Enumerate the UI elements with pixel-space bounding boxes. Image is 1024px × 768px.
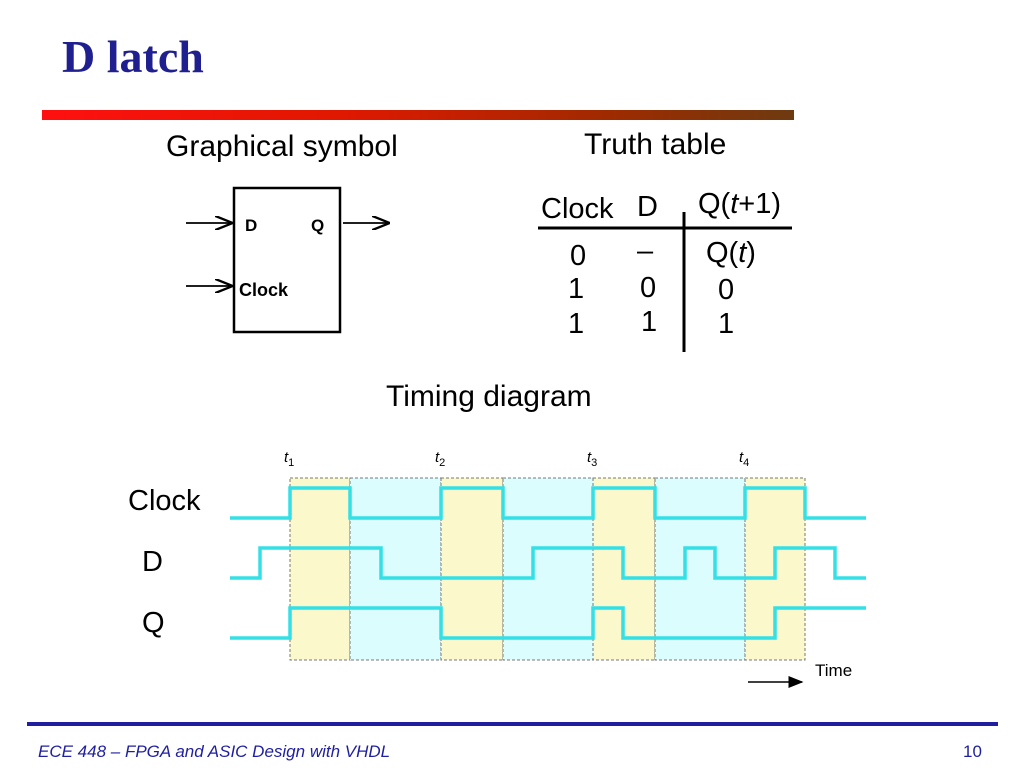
time-marker-t4: t4 [739, 449, 749, 469]
signal-label-q: Q [142, 607, 165, 639]
truth-table-heading: Truth table [584, 128, 727, 161]
clock-high-band-1 [289, 477, 351, 661]
clock-low-band-1 [349, 477, 442, 661]
footer-divider [27, 722, 998, 726]
clock-low-band-3 [654, 477, 746, 661]
graphical-symbol-heading: Graphical symbol [166, 130, 398, 163]
time-axis-label: Time [815, 661, 852, 680]
truth-row3-d: 1 [641, 306, 657, 338]
truth-col-clock: Clock [541, 193, 614, 225]
slide-page-number: 10 [963, 742, 982, 761]
slide-title: D latch [62, 31, 204, 82]
truth-row1-clock: 0 [570, 240, 586, 272]
truth-row3-clock: 1 [568, 308, 584, 340]
q-waveform [230, 606, 866, 640]
clock-phase-bands [289, 477, 806, 661]
clock-low-band-2 [502, 477, 594, 661]
timing-diagram-heading: Timing diagram [386, 380, 592, 413]
symbol-d-label: D [245, 216, 257, 235]
truth-col-next-state: Q(t+1) [698, 188, 781, 220]
symbol-clock-label: Clock [239, 280, 289, 300]
truth-col-d: D [637, 191, 658, 223]
clock-high-band-2 [440, 477, 504, 661]
truth-row3-q: 1 [718, 308, 734, 340]
latch-body [232, 186, 342, 334]
time-marker-t3: t3 [587, 449, 597, 469]
title-divider [42, 110, 794, 120]
truth-row2-q: 0 [718, 274, 734, 306]
d-waveform [230, 546, 866, 580]
signal-label-clock: Clock [128, 485, 201, 517]
truth-row1-q: Q(t) [706, 237, 756, 269]
clock-waveform [230, 486, 866, 520]
truth-row1-d: – [637, 235, 654, 267]
truth-row2-d: 0 [640, 272, 656, 304]
time-marker-t2: t2 [435, 449, 445, 469]
signal-label-d: D [142, 546, 163, 578]
time-marker-t1: t1 [284, 449, 294, 469]
truth-row2-clock: 1 [568, 273, 584, 305]
symbol-q-label: Q [311, 216, 324, 235]
footer-course-title: ECE 448 – FPGA and ASIC Design with VHDL [38, 742, 391, 761]
